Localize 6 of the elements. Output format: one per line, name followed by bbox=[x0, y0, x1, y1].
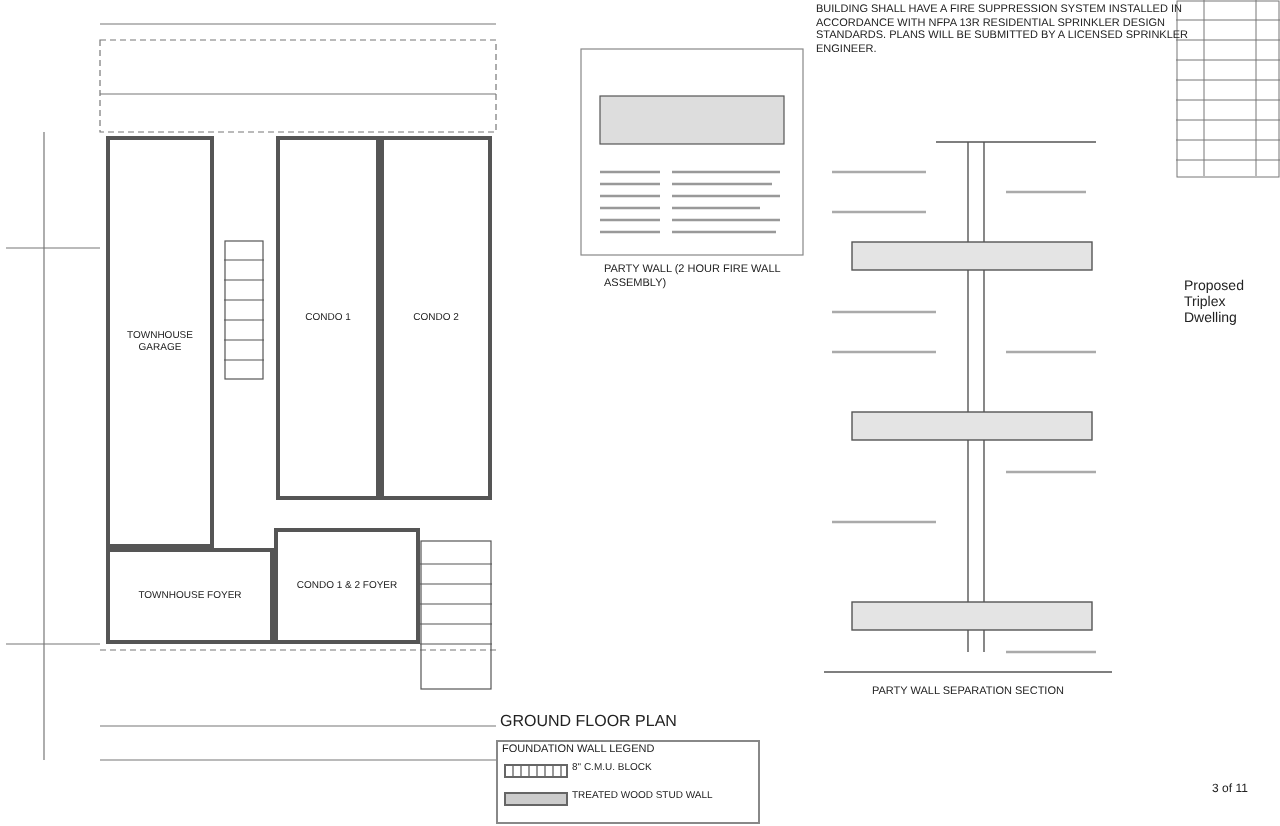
room-outline bbox=[106, 136, 214, 548]
room-outline bbox=[276, 136, 380, 500]
drawing-title: GROUND FLOOR PLAN bbox=[500, 712, 679, 730]
room-outline bbox=[380, 136, 492, 500]
room-outline bbox=[274, 528, 420, 644]
room-outline bbox=[106, 548, 274, 644]
